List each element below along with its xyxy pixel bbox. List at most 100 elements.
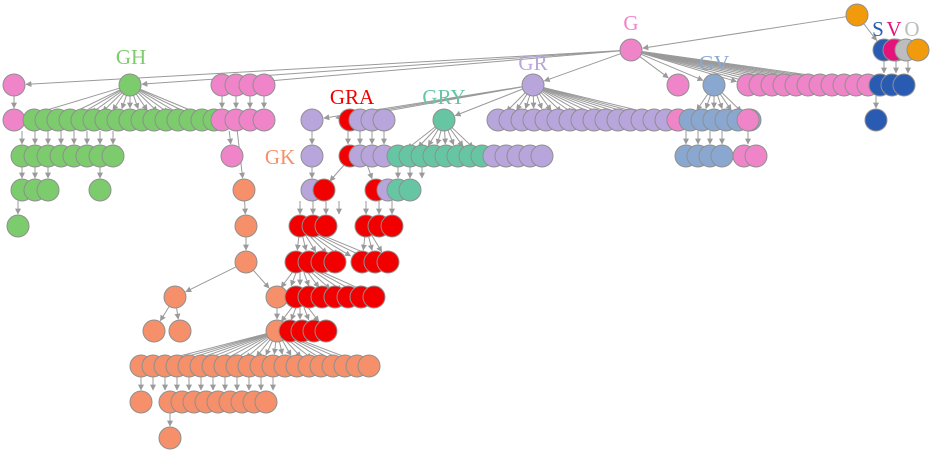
node-134 [380,214,404,238]
edge-138 [367,236,374,251]
node-151 [362,285,386,309]
node-25 [845,3,869,27]
edge-176 [863,23,878,41]
edge-165 [696,93,709,111]
edge-54 [242,200,249,215]
node-9 [702,73,726,97]
edge-130 [301,236,308,251]
node-81 [736,108,760,132]
node-127 [6,214,30,238]
edge-73 [278,341,285,355]
node-51 [252,108,276,132]
node-135 [234,250,258,274]
edge-161 [451,127,474,149]
node-31 [2,108,26,132]
edge-139 [371,235,383,253]
node-118 [36,178,60,202]
label-s: S [872,17,884,41]
node-142 [376,250,400,274]
edge-170 [721,92,742,113]
node-0 [619,38,643,62]
node-188 [254,390,278,414]
edge-155 [417,127,437,148]
label-gr: GR [518,51,547,75]
node-152 [142,319,166,343]
label-o: O [904,17,919,41]
edge-150 [290,307,297,321]
node-139 [323,250,347,274]
edge-137 [360,236,367,251]
label-gv: GV [699,51,729,75]
node-189 [158,426,182,450]
edge-74 [282,340,292,357]
edge-23 [102,92,123,113]
node-8 [666,73,690,97]
edge-131 [305,235,317,253]
node-6 [252,73,276,97]
edge-121 [367,166,374,180]
node-24 [892,73,916,97]
node-153 [168,319,192,343]
node-90 [101,144,125,168]
node-131 [314,214,338,238]
node-92 [300,144,324,168]
label-gk: GK [265,145,295,169]
edge-27 [133,95,140,110]
node-113 [710,144,734,168]
edge-5 [640,53,704,82]
edge-18 [642,16,847,51]
edge-70 [256,339,271,358]
edge-25 [120,95,127,110]
edge-99 [516,93,528,111]
edge-100 [524,95,531,110]
edge-166 [704,95,711,110]
node-178 [357,354,381,378]
edge-159 [447,130,455,146]
label-layer: G GH GR GRA GRY GV GK S V O [116,11,920,169]
edge-71 [265,340,273,356]
edge-98 [506,92,526,112]
edge-160 [450,128,464,147]
node-143 [163,285,187,309]
node-158 [314,319,338,343]
edge-168 [717,95,724,110]
edge-102 [536,95,543,110]
edge-141 [290,272,297,287]
edge-149 [280,305,294,322]
edge-28 [135,93,148,111]
edge-158 [442,130,449,145]
node-57 [432,108,456,132]
edge-169 [719,93,732,111]
label-gry: GRY [422,85,465,109]
node-2 [118,73,142,97]
node-109 [530,144,554,168]
node-179 [129,390,153,414]
node-56 [372,108,396,132]
label-gh: GH [116,45,146,69]
edge-120 [329,163,346,182]
node-1 [2,73,26,97]
label-g: G [623,11,638,35]
node-layer [2,3,930,450]
node-82 [864,108,888,132]
node-7 [521,73,545,97]
edge-57 [252,269,270,289]
edge-29 [137,92,158,113]
edge-3 [543,53,621,82]
node-91 [220,144,244,168]
node-126 [398,178,422,202]
edge-156 [427,129,439,147]
edge-144 [306,270,320,288]
edge-97 [454,88,523,117]
node-119 [88,178,112,202]
edge-58 [159,306,170,322]
edge-52 [227,130,234,145]
edge-2 [233,50,621,87]
edge-140 [280,270,294,288]
edge-103 [538,93,552,111]
edge-157 [435,130,442,146]
edge-56 [185,266,237,293]
node-122 [312,178,336,202]
label-v: V [886,17,901,41]
